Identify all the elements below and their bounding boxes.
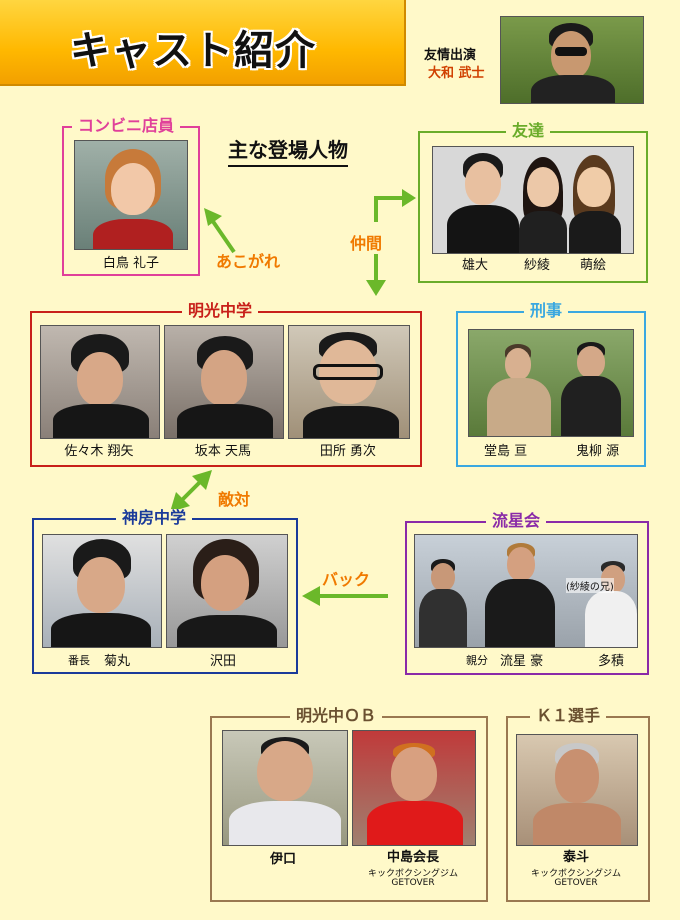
arrow-backing-icon	[302, 586, 388, 606]
relation-rival: 敵対	[218, 490, 251, 509]
group-store-label: コンビニ店員	[72, 117, 181, 135]
photo-tadokoro	[288, 325, 410, 439]
gym-nakajima: キックボクシングジム	[367, 869, 458, 879]
name-tadokoro: 田所 勇次	[319, 444, 377, 459]
photo-nakajima	[352, 730, 476, 846]
name-iguchi: 伊口	[270, 852, 297, 867]
name-sawada: 沢田	[210, 654, 237, 669]
center-heading: 主な登場人物	[228, 134, 348, 167]
glasses-icon	[313, 364, 383, 380]
photo-taito	[516, 734, 638, 846]
group-meiko-label: 明光中学	[182, 302, 259, 320]
group-ryusei-label: 流星会	[486, 512, 547, 530]
name-shiratori: 白鳥 礼子	[102, 256, 160, 271]
name-sasaki: 佐々木 翔矢	[64, 444, 134, 459]
group-friends-label: 友達	[506, 122, 551, 140]
photo-sakamoto	[164, 325, 284, 439]
guest-photo	[500, 16, 644, 104]
group-police-label: 刑事	[524, 302, 569, 320]
gym-name-nakajima: GETOVER	[391, 878, 435, 888]
gym-taito: キックボクシングジム	[530, 869, 621, 879]
name-kikumaru: 菊丸	[104, 654, 131, 669]
photo-kikumaru	[42, 534, 162, 648]
page-title: キャスト紹介	[70, 28, 316, 74]
name-dojima: 堂島 亘	[484, 444, 528, 459]
name-ryusei: 流星 豪	[500, 654, 544, 669]
role-ryusei: 親分	[466, 654, 488, 667]
arrow-admire-icon	[204, 208, 236, 254]
name-taito: 泰斗	[562, 850, 589, 865]
name-tatsumi: 多積	[598, 654, 625, 669]
name-sakamoto: 坂本 天馬	[194, 444, 252, 459]
name-nakajima: 中島会長	[386, 850, 439, 865]
title-banner	[0, 0, 406, 86]
arrow-friends-icon	[366, 189, 416, 296]
name-yudai: 雄大	[462, 258, 489, 273]
group-kambo-label: 神房中学	[116, 509, 193, 527]
sunglasses-icon	[555, 47, 587, 56]
name-saya: 紗綾	[524, 258, 551, 273]
name-moe: 萌絵	[580, 258, 607, 273]
group-ob-label: 明光中ＯＢ	[290, 707, 383, 725]
photo-police	[468, 329, 634, 437]
relation-friends: 仲間	[350, 234, 383, 253]
guest-name: 大和 武士	[428, 66, 485, 81]
role-kikumaru: 番長	[68, 654, 90, 667]
relation-backing: バック	[322, 570, 371, 589]
note-tatsumi: (紗綾の兄)	[566, 578, 614, 593]
photo-sawada	[166, 534, 288, 648]
group-k1-label: Ｋ１選手	[530, 707, 607, 725]
photo-iguchi	[222, 730, 348, 846]
arrow-rival-icon	[170, 470, 212, 512]
relation-admire: あこがれ	[216, 252, 281, 271]
name-kiryu: 鬼柳 源	[576, 444, 620, 459]
photo-shiratori	[74, 140, 188, 250]
gym-name-taito: GETOVER	[554, 878, 598, 888]
guest-role: 友情出演	[424, 48, 477, 63]
photo-friends	[432, 146, 634, 254]
photo-sasaki	[40, 325, 160, 439]
